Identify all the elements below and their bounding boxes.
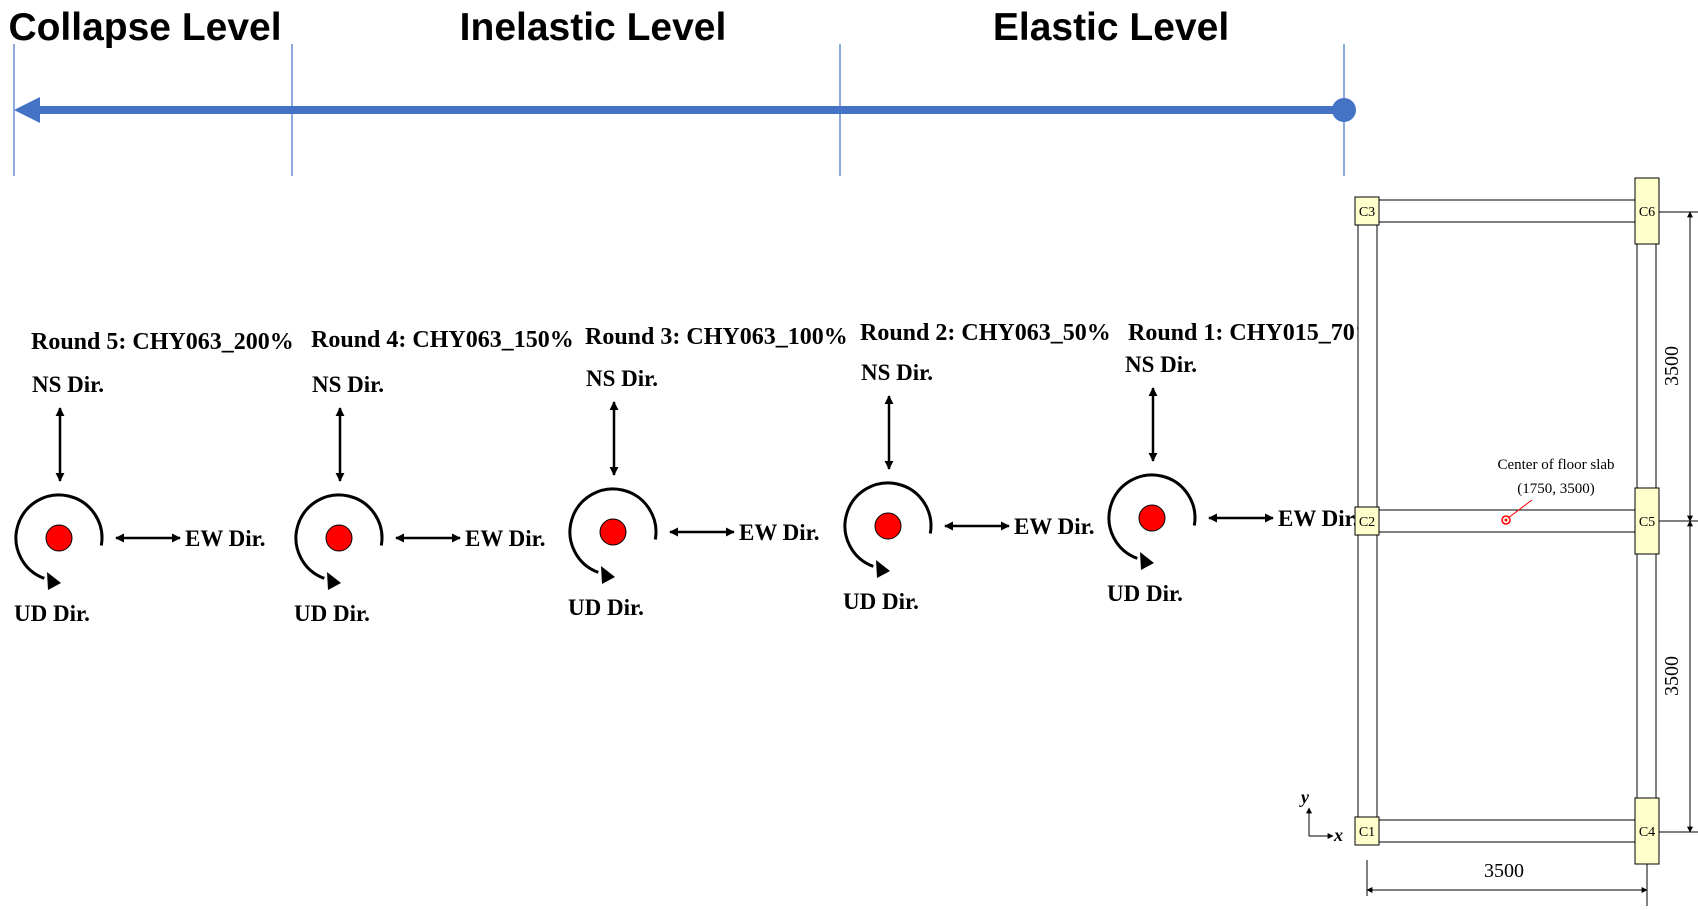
mass-center-dot: [45, 524, 73, 552]
center-point-marker: [1501, 515, 1511, 525]
ud-arrow-head: [876, 560, 890, 578]
round-title: Round 5: CHY063_200%: [31, 329, 294, 355]
round-title: Round 2: CHY063_50%: [860, 320, 1111, 346]
ud-rotation-arrow: [294, 493, 384, 580]
column-c4: C4: [1634, 797, 1660, 865]
dimension-horizontal: 3500: [1366, 860, 1648, 906]
mass-center-dot: [874, 512, 902, 540]
svg-text:C1: C1: [1359, 825, 1375, 840]
svg-text:C5: C5: [1639, 515, 1655, 530]
round-1-group: Round 1: CHY015_70% NS Dir. EW Dir. UD Dir.: [1107, 320, 1379, 606]
timeline-start-dot: [1332, 98, 1356, 122]
ud-rotation-arrow: [568, 487, 658, 574]
axis-indicator: y x: [1299, 787, 1343, 845]
column-c6: C6: [1634, 177, 1660, 245]
column-c5: C5: [1634, 487, 1660, 555]
axis-y-label: y: [1299, 787, 1310, 807]
svg-text:C4: C4: [1639, 825, 1655, 840]
ud-direction-label: UD Dir.: [294, 601, 370, 626]
round-title: Round 3: CHY063_100%: [585, 324, 848, 350]
timeline-arrow-head: [14, 97, 40, 123]
dimension-x-label: 3500: [1484, 860, 1524, 882]
ns-direction-label: NS Dir.: [1125, 352, 1197, 377]
beam-bottom: [1366, 819, 1648, 843]
center-leader-line: [1507, 499, 1533, 519]
ew-direction-label: EW Dir.: [1278, 506, 1359, 531]
ns-direction-label: NS Dir.: [861, 360, 933, 385]
round-3-group: Round 3: CHY063_100% NS Dir. EW Dir. UD Dir…: [568, 324, 848, 620]
collapse-level-label: Collapse Level: [8, 6, 281, 49]
rounds-group: Round 5: CHY063_200% NS Dir. EW Dir. UD Dir…: [14, 320, 1379, 626]
round-4-group: Round 4: CHY063_150% NS Dir. EW Dir. UD Dir…: [294, 327, 574, 626]
dimension-vertical: 3500 3500: [1659, 211, 1698, 833]
ud-rotation-arrow: [1107, 473, 1197, 560]
ud-rotation-arrow: [14, 493, 104, 580]
ns-direction-label: NS Dir.: [312, 372, 384, 397]
ew-direction-label: EW Dir.: [465, 526, 546, 551]
svg-text:C2: C2: [1359, 515, 1375, 530]
floor-plan: C3 C2 C1 C6 C5 C4 Center of floor slab (…: [1299, 177, 1698, 906]
column-c2: C2: [1354, 506, 1380, 536]
center-coords: (1750, 3500): [1517, 481, 1595, 497]
mass-center-dot: [599, 518, 627, 546]
round-title: Round 4: CHY063_150%: [311, 327, 574, 353]
level-timeline: Collapse Level Inelastic Level Elastic L…: [8, 6, 1356, 176]
ew-direction-label: EW Dir.: [185, 526, 266, 551]
ud-arrow-head: [1140, 552, 1154, 570]
ud-direction-label: UD Dir.: [568, 595, 644, 620]
ew-direction-label: EW Dir.: [739, 520, 820, 545]
ud-arrow-head: [327, 572, 341, 590]
round-5-group: Round 5: CHY063_200% NS Dir. EW Dir. UD Dir…: [14, 329, 294, 626]
svg-text:C6: C6: [1639, 205, 1655, 220]
dimension-lower-label: 3500: [1661, 656, 1683, 696]
ud-direction-label: UD Dir.: [843, 589, 919, 614]
center-label: Center of floor slab: [1497, 457, 1614, 473]
ud-arrow-head: [601, 566, 615, 584]
mass-center-dot: [325, 524, 353, 552]
svg-text:C3: C3: [1359, 205, 1375, 220]
beam-top: [1366, 199, 1648, 223]
ud-rotation-arrow: [843, 481, 933, 568]
ns-direction-label: NS Dir.: [32, 372, 104, 397]
dimension-upper-label: 3500: [1661, 346, 1683, 386]
ew-direction-label: EW Dir.: [1014, 514, 1095, 539]
round-2-group: Round 2: CHY063_50% NS Dir. EW Dir. UD Dir.: [843, 320, 1111, 614]
column-c3: C3: [1354, 196, 1380, 226]
ud-direction-label: UD Dir.: [1107, 581, 1183, 606]
mass-center-dot: [1138, 504, 1166, 532]
ns-direction-label: NS Dir.: [586, 366, 658, 391]
ud-direction-label: UD Dir.: [14, 601, 90, 626]
inelastic-level-label: Inelastic Level: [460, 6, 727, 49]
ud-arrow-head: [47, 572, 61, 590]
column-c1: C1: [1354, 816, 1380, 846]
axis-x-label: x: [1333, 825, 1343, 845]
round-title: Round 1: CHY015_70%: [1128, 320, 1379, 346]
center-point-dot: [1504, 518, 1508, 522]
elastic-level-label: Elastic Level: [993, 6, 1229, 49]
